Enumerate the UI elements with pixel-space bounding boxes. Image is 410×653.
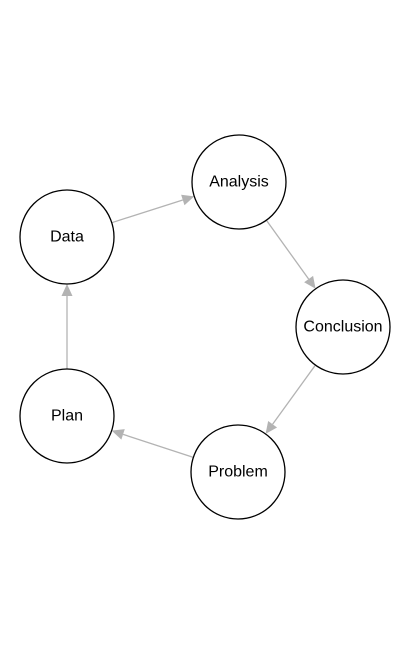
node-circle xyxy=(191,134,287,230)
node-label: Problem xyxy=(208,464,268,481)
node-analysis: Analysis xyxy=(191,134,287,230)
edge-plan-to-data xyxy=(61,284,73,369)
node-conclusion: Conclusion xyxy=(295,279,391,375)
node-circle xyxy=(19,368,115,464)
node-circle xyxy=(190,424,286,520)
edge-analysis-to-conclusion xyxy=(265,219,316,289)
node-data: Data xyxy=(19,189,115,285)
edge-problem-to-plan xyxy=(111,429,194,458)
node-plan: Plan xyxy=(19,368,115,464)
node-label: Data xyxy=(50,229,84,246)
node-label: Analysis xyxy=(209,174,269,191)
arrowhead-icon xyxy=(61,284,73,296)
arrowhead-icon xyxy=(265,420,278,434)
arrowhead-icon xyxy=(181,194,195,206)
edge-line xyxy=(111,199,184,224)
edge-data-to-analysis xyxy=(111,194,195,224)
edge-line xyxy=(122,433,194,458)
node-circle xyxy=(19,189,115,285)
edge-line xyxy=(272,364,316,425)
node-label: Conclusion xyxy=(303,319,382,336)
edge-line xyxy=(265,219,310,280)
arrowhead-icon xyxy=(111,429,125,440)
edge-conclusion-to-problem xyxy=(265,364,316,434)
node-circle xyxy=(295,279,391,375)
edges-layer xyxy=(61,194,316,458)
node-label: Plan xyxy=(51,408,83,425)
node-problem: Problem xyxy=(190,424,286,520)
arrowhead-icon xyxy=(304,275,316,289)
